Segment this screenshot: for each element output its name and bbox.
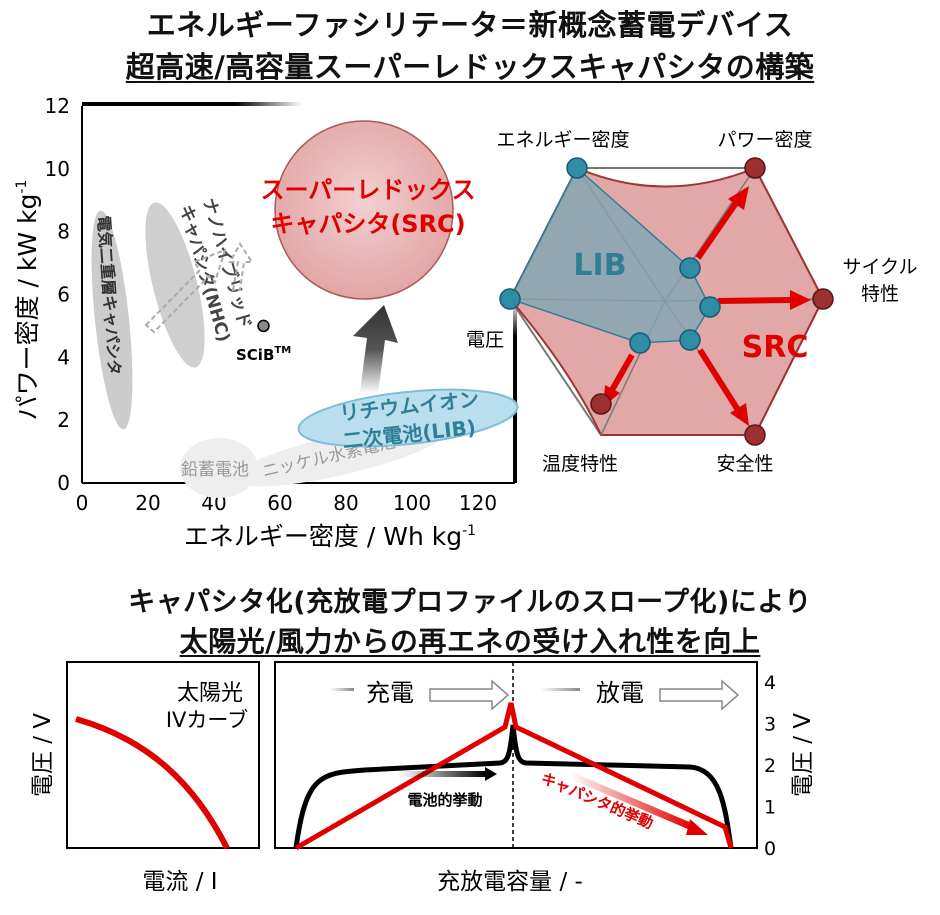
y-tick-label: 12	[45, 94, 70, 118]
battery-label: 電池的挙動	[407, 791, 482, 809]
main-title-line2: 超高速/高容量スーパーレドックスキャパシタの構築	[125, 50, 815, 84]
ragone-xlabel: エネルギー密度 / Wh kg-1	[184, 522, 476, 551]
lead-label: 鉛蓄電池	[181, 460, 249, 480]
y-tick-label: 6	[57, 283, 70, 307]
ragone-ylabel: パワー密度 / kW kg-1	[13, 180, 42, 421]
profile-ticks: 0 1 2 3 4	[764, 672, 776, 860]
src-label-1: スーパーレドックス	[260, 176, 475, 204]
sub-title-line1: キャパシタ化(充放電プロファイルのスロープ化)により	[128, 587, 812, 618]
x-tick-label: 60	[267, 491, 292, 515]
radar-axis-voltage: 電圧	[466, 329, 504, 351]
radar-arrowheads	[603, 186, 811, 426]
nhc-region	[145, 202, 205, 368]
profile-tick-label: 0	[764, 838, 776, 860]
y-tick-label: 4	[57, 345, 70, 369]
nhc-arrow-1	[144, 248, 227, 334]
nhc-arrow-2	[228, 242, 254, 291]
battery-arrow-shaft	[400, 771, 485, 777]
x-tick-label: 100	[393, 491, 431, 515]
charge-label: 充電	[366, 679, 414, 707]
radar-arrows	[609, 198, 793, 412]
y-tick-label: 2	[57, 408, 70, 432]
src-label-2: キャパシタ(SRC)	[270, 210, 465, 238]
radar-axis-safety: 安全性	[716, 453, 773, 475]
radar-axis-cycle-2: 特性	[861, 283, 899, 305]
radar-axis-power: パワー密度	[717, 129, 812, 151]
radar-axis-temp: 温度特性	[542, 453, 618, 475]
radar-src-label: SRC	[742, 330, 809, 365]
edlc-region	[91, 210, 133, 430]
charge-tail	[330, 688, 354, 691]
iv-label-1: 太陽光	[177, 681, 243, 706]
scib-label: SCiBTM	[236, 345, 291, 364]
y-tick-label: 0	[57, 471, 70, 495]
lib-points	[499, 157, 721, 354]
iv-curve	[75, 716, 230, 850]
profile-tick-label: 3	[764, 714, 776, 736]
top-frame	[82, 102, 302, 106]
iv-xlabel: 電流 / I	[142, 869, 217, 895]
iv-frame	[66, 661, 260, 849]
battery-arrow-head	[485, 767, 497, 781]
x-tick-label: 80	[333, 491, 358, 515]
capacitor-arrow-shaft	[568, 771, 694, 831]
main-title-line1: エネルギーファシリテータ＝新概念蓄電デバイス	[146, 8, 794, 42]
src-points	[590, 157, 834, 446]
capacitor-arrow-head	[686, 819, 708, 835]
y-tick-label: 8	[57, 220, 70, 244]
profile-tick-label: 2	[764, 755, 776, 777]
y-tick-label: 10	[45, 157, 70, 181]
discharge-arrow	[659, 679, 740, 711]
radar-axis-cycle-1: サイクル	[842, 256, 917, 278]
discharge-label: 放電	[596, 679, 644, 707]
improvement-arrow	[353, 305, 398, 394]
x-tick-label: 20	[135, 491, 160, 515]
src-region	[274, 120, 454, 300]
profile-ylabel: 電圧 / V	[790, 713, 816, 797]
sub-title-line2: 太陽光/風力からの再エネの受け入れ性を向上	[179, 625, 761, 658]
profile-tick-label: 1	[764, 797, 776, 819]
capacitor-curve	[294, 702, 734, 851]
iv-ylabel: 電圧 / V	[30, 713, 56, 797]
profile-tick-label: 4	[764, 672, 776, 694]
profile-frame	[274, 661, 758, 849]
charge-arrow	[429, 679, 510, 711]
right-frame	[513, 300, 517, 483]
scib-point	[257, 319, 270, 333]
discharge-tail	[540, 688, 580, 691]
iv-label-2: IVカーブ	[166, 708, 248, 732]
x-tick-label: 0	[76, 491, 89, 515]
battery-curve	[293, 724, 734, 849]
radar-lib-label: LIB	[573, 248, 626, 283]
profile-xlabel: 充放電容量 / -	[437, 869, 583, 895]
radar-axis-energy: エネルギー密度	[496, 129, 629, 151]
lib-region	[297, 388, 519, 448]
radar-chart: エネルギー密度 パワー密度 サイクル 特性 安全性 温度特性 電圧 LIB SR…	[466, 129, 918, 475]
iv-panel: 太陽光 IVカーブ 電圧 / V 電流 / I	[30, 661, 260, 895]
x-tick-label: 120	[459, 491, 497, 515]
